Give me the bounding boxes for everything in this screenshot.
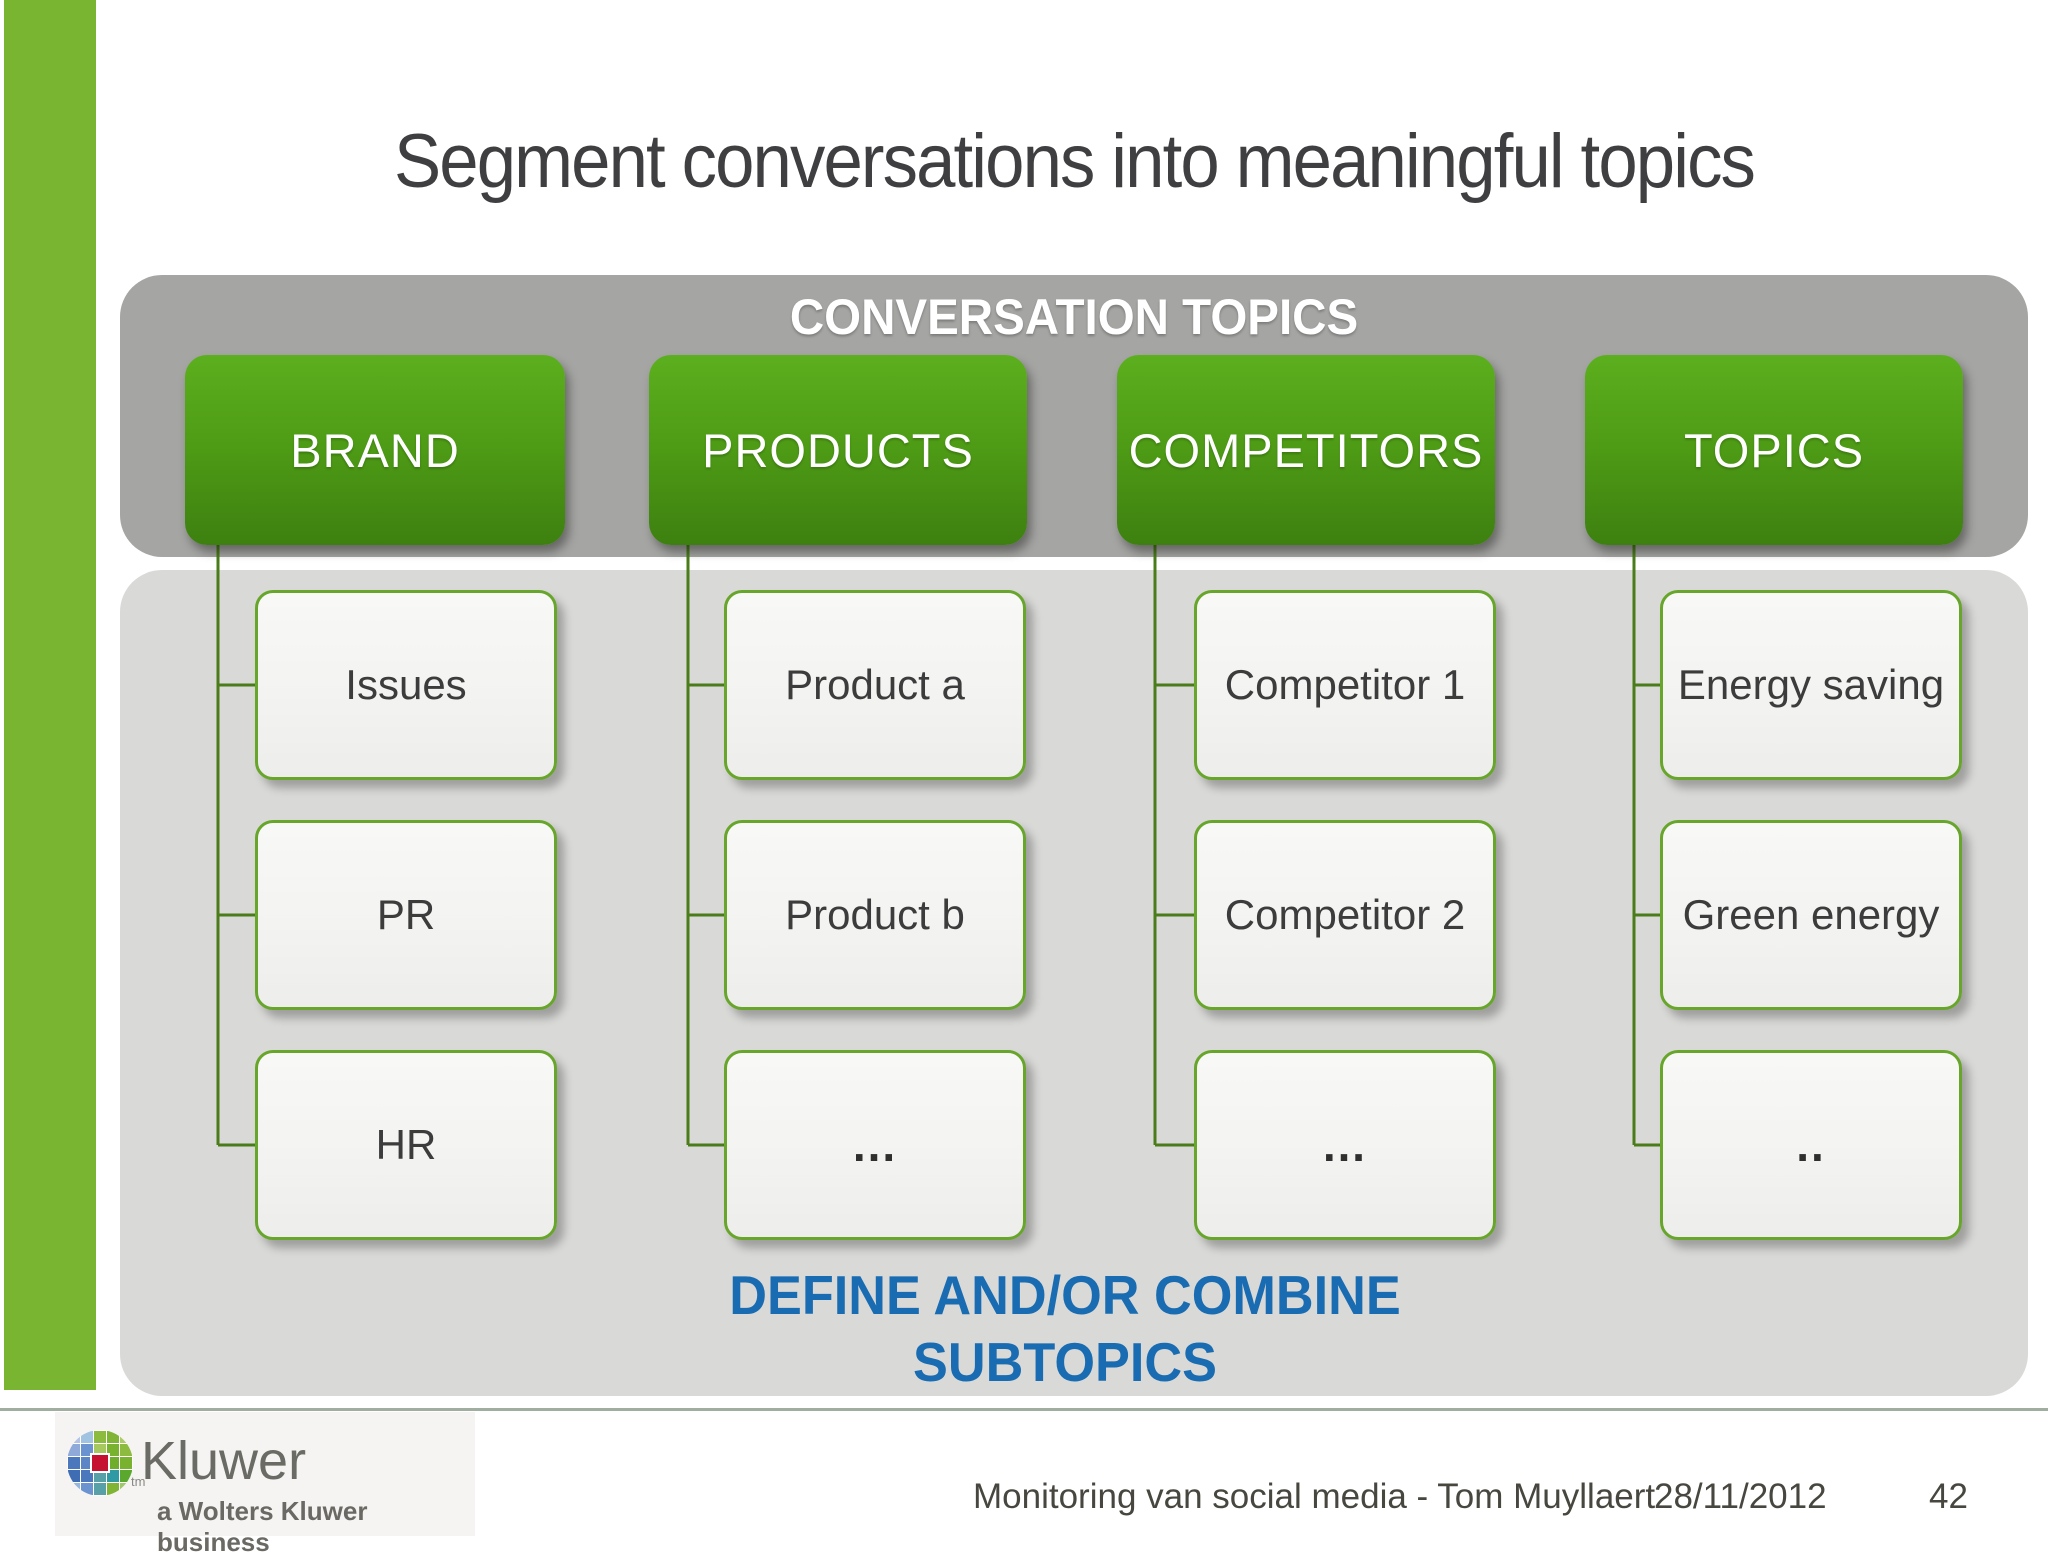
kluwer-logo-wordmark: Kluwer <box>141 1431 307 1491</box>
subtopic-product-b-label: Product b <box>785 891 965 938</box>
subtopic-green-energy: Green energy <box>1660 820 1962 1010</box>
subtopics-callout: DEFINE AND/OR COMBINE SUBTOPICS <box>585 1262 1545 1396</box>
subtopic-competitor-2: Competitor 2 <box>1194 820 1496 1010</box>
kluwer-logo-mosaic-icon <box>67 1430 133 1496</box>
kluwer-logo: tm Kluwer a Wolters Kluwer business <box>55 1412 475 1557</box>
subtopic-competitors-more: … <box>1194 1050 1496 1240</box>
subtopic-energy-saving: Energy saving <box>1660 590 1962 780</box>
subtopic-hr: HR <box>255 1050 557 1240</box>
subtopic-product-b: Product b <box>724 820 1026 1010</box>
subtopic-topics-more: .. <box>1660 1050 1962 1240</box>
subtopic-energy-saving-label: Energy saving <box>1677 661 1945 708</box>
conversation-topics-header-label: CONVERSATION TOPICS <box>789 289 1359 345</box>
footer-divider <box>0 1408 2048 1411</box>
subtopic-pr-label: PR <box>376 891 436 938</box>
kluwer-logo-tm: tm <box>131 1474 146 1489</box>
topic-button-competitors-label: COMPETITORS <box>1128 423 1484 477</box>
subtopic-topics-more-label: .. <box>1796 1119 1826 1171</box>
slide-title: Segment conversations into meaningful to… <box>393 119 1756 204</box>
topic-button-products: PRODUCTS <box>649 355 1027 545</box>
subtopic-issues: Issues <box>255 590 557 780</box>
subtopic-competitor-2-label: Competitor 2 <box>1224 891 1466 938</box>
kluwer-logo-tagline: a Wolters Kluwer business <box>157 1496 368 1557</box>
topic-button-brand: BRAND <box>185 355 565 545</box>
subtopic-product-a: Product a <box>724 590 1026 780</box>
footer-date: 28/11/2012 <box>1654 1477 1827 1516</box>
subtopic-competitors-more-label: … <box>1321 1119 1369 1171</box>
subtopic-issues-label: Issues <box>345 661 467 708</box>
topic-button-competitors: COMPETITORS <box>1117 355 1495 545</box>
subtopic-hr-label: HR <box>375 1121 437 1168</box>
subtopic-products-more-label: ... <box>852 1119 898 1171</box>
footer-page-number: 42 <box>1929 1477 1968 1516</box>
subtopics-callout-line1: DEFINE AND/OR COMBINE <box>729 1264 1401 1326</box>
topic-button-topics: TOPICS <box>1585 355 1963 545</box>
subtopic-pr: PR <box>255 820 557 1010</box>
subtopic-green-energy-label: Green energy <box>1682 891 1940 938</box>
subtopic-products-more: ... <box>724 1050 1026 1240</box>
topic-button-products-label: PRODUCTS <box>702 423 974 477</box>
subtopic-competitor-1-label: Competitor 1 <box>1224 661 1466 708</box>
footer-presentation-title: Monitoring van social media - Tom Muylla… <box>973 1477 1656 1516</box>
topic-button-topics-label: TOPICS <box>1683 423 1865 477</box>
left-accent-stripe <box>4 0 96 1390</box>
subtopics-callout-line2: SUBTOPICS <box>913 1331 1217 1393</box>
topic-button-brand-label: BRAND <box>290 423 460 477</box>
subtopic-competitor-1: Competitor 1 <box>1194 590 1496 780</box>
subtopic-product-a-label: Product a <box>785 661 965 708</box>
